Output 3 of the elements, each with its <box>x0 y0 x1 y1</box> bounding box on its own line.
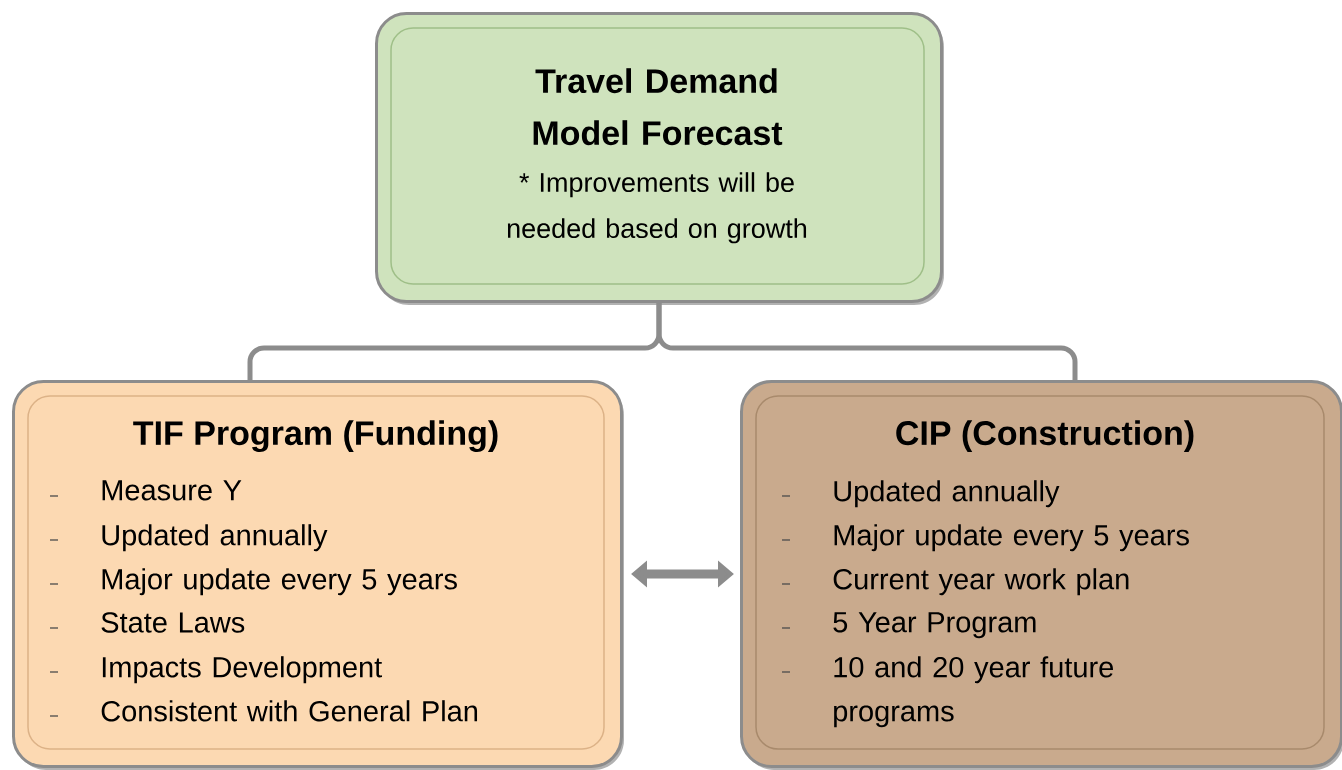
heading: Travel Demand Model Forecast <box>533 68 783 146</box>
body-text: * Improvements will be needed based on growth <box>507 172 807 244</box>
connector <box>656 303 1078 380</box>
